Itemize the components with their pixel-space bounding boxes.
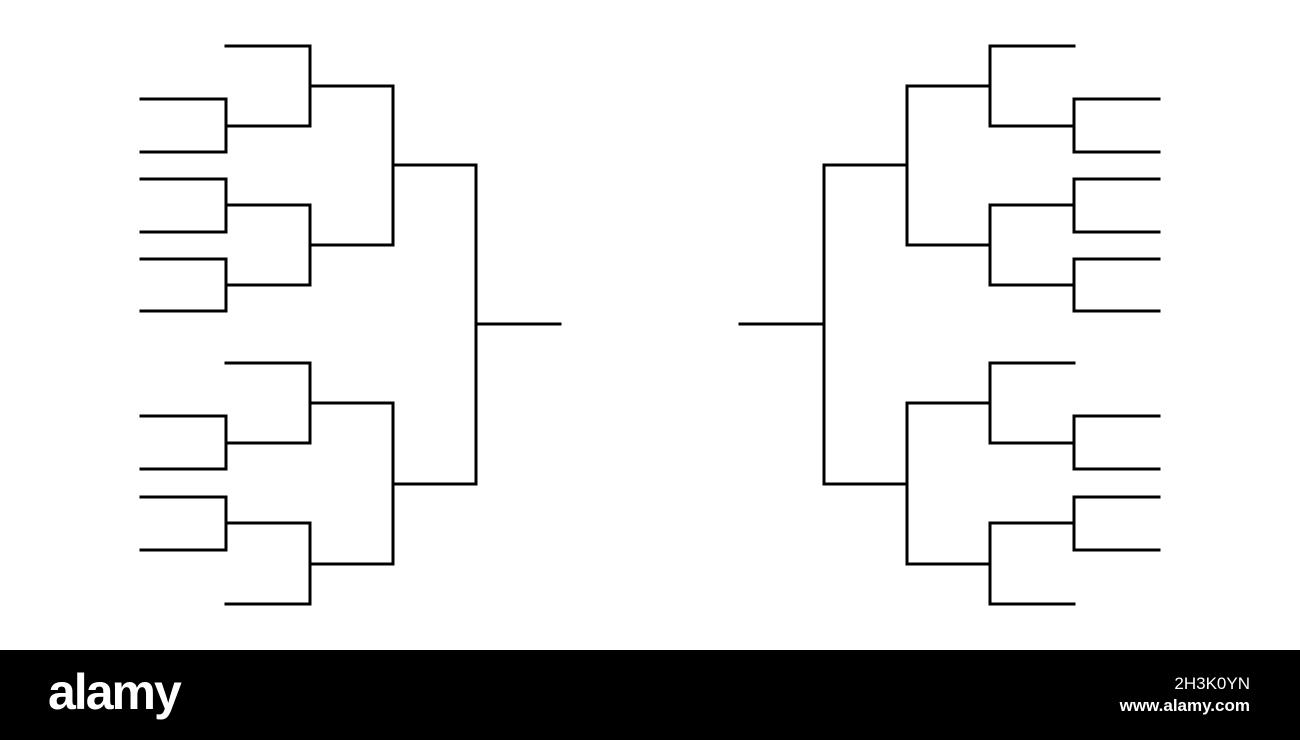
watermark-footer: alamy 2H3K0YN www.alamy.com [0,650,1300,740]
alamy-logo: alamy [48,664,182,720]
tournament-bracket [139,44,1161,606]
image-id-label: 2H3K0YN [1174,674,1250,693]
site-url: www.alamy.com [1119,696,1250,715]
